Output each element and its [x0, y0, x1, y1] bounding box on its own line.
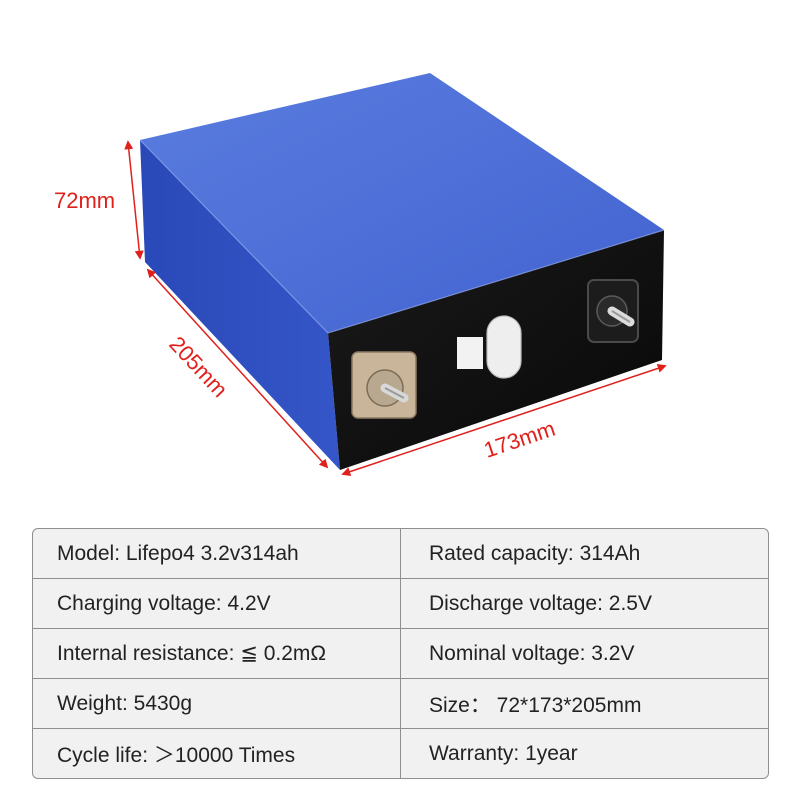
spec-row: Internal resistance: ≦ 0.2mΩ Nominal vol…: [33, 629, 768, 679]
negative-terminal-icon: [351, 351, 417, 419]
spec-weight: Weight: 5430g: [33, 679, 401, 728]
spec-row: Charging voltage: 4.2V Discharge voltage…: [33, 579, 768, 629]
spec-size: Size： 72*173*205mm: [429, 693, 642, 717]
spec-row: Cycle life: ＞10000 Times Warranty: 1year: [33, 729, 768, 778]
spec-discharge-voltage: Discharge voltage: 2.5V: [429, 591, 652, 615]
positive-terminal-icon: [587, 279, 639, 343]
spec-model: Model: Lifepo4 3.2v314ah: [33, 529, 401, 578]
battery-cell: [139, 73, 665, 470]
spec-row: Weight: 5430g Size： 72*173*205mm: [33, 679, 768, 729]
spec-nominal-voltage: Nominal voltage: 3.2V: [429, 641, 635, 665]
spec-warranty: Warranty: 1year: [429, 742, 578, 765]
spec-charging-voltage: Charging voltage: 4.2V: [33, 579, 401, 628]
spec-table: Model: Lifepo4 3.2v314ah Rated capacity:…: [32, 528, 769, 779]
spec-cycle-life: Cycle life: ＞10000 Times: [33, 729, 401, 778]
safety-vent-icon: [457, 315, 522, 379]
spec-row: Model: Lifepo4 3.2v314ah Rated capacity:…: [33, 529, 768, 579]
battery-top-face: [140, 73, 664, 333]
spec-rated-capacity: Rated capacity: 314Ah: [429, 541, 641, 565]
dimension-height-label: 72mm: [54, 188, 115, 213]
spec-internal-resistance: Internal resistance: ≦ 0.2mΩ: [33, 629, 401, 678]
dimension-height: 72mm: [54, 140, 144, 260]
dimension-width-label: 173mm: [481, 416, 559, 463]
battery-illustration: 72mm 205mm 173mm: [54, 73, 667, 476]
